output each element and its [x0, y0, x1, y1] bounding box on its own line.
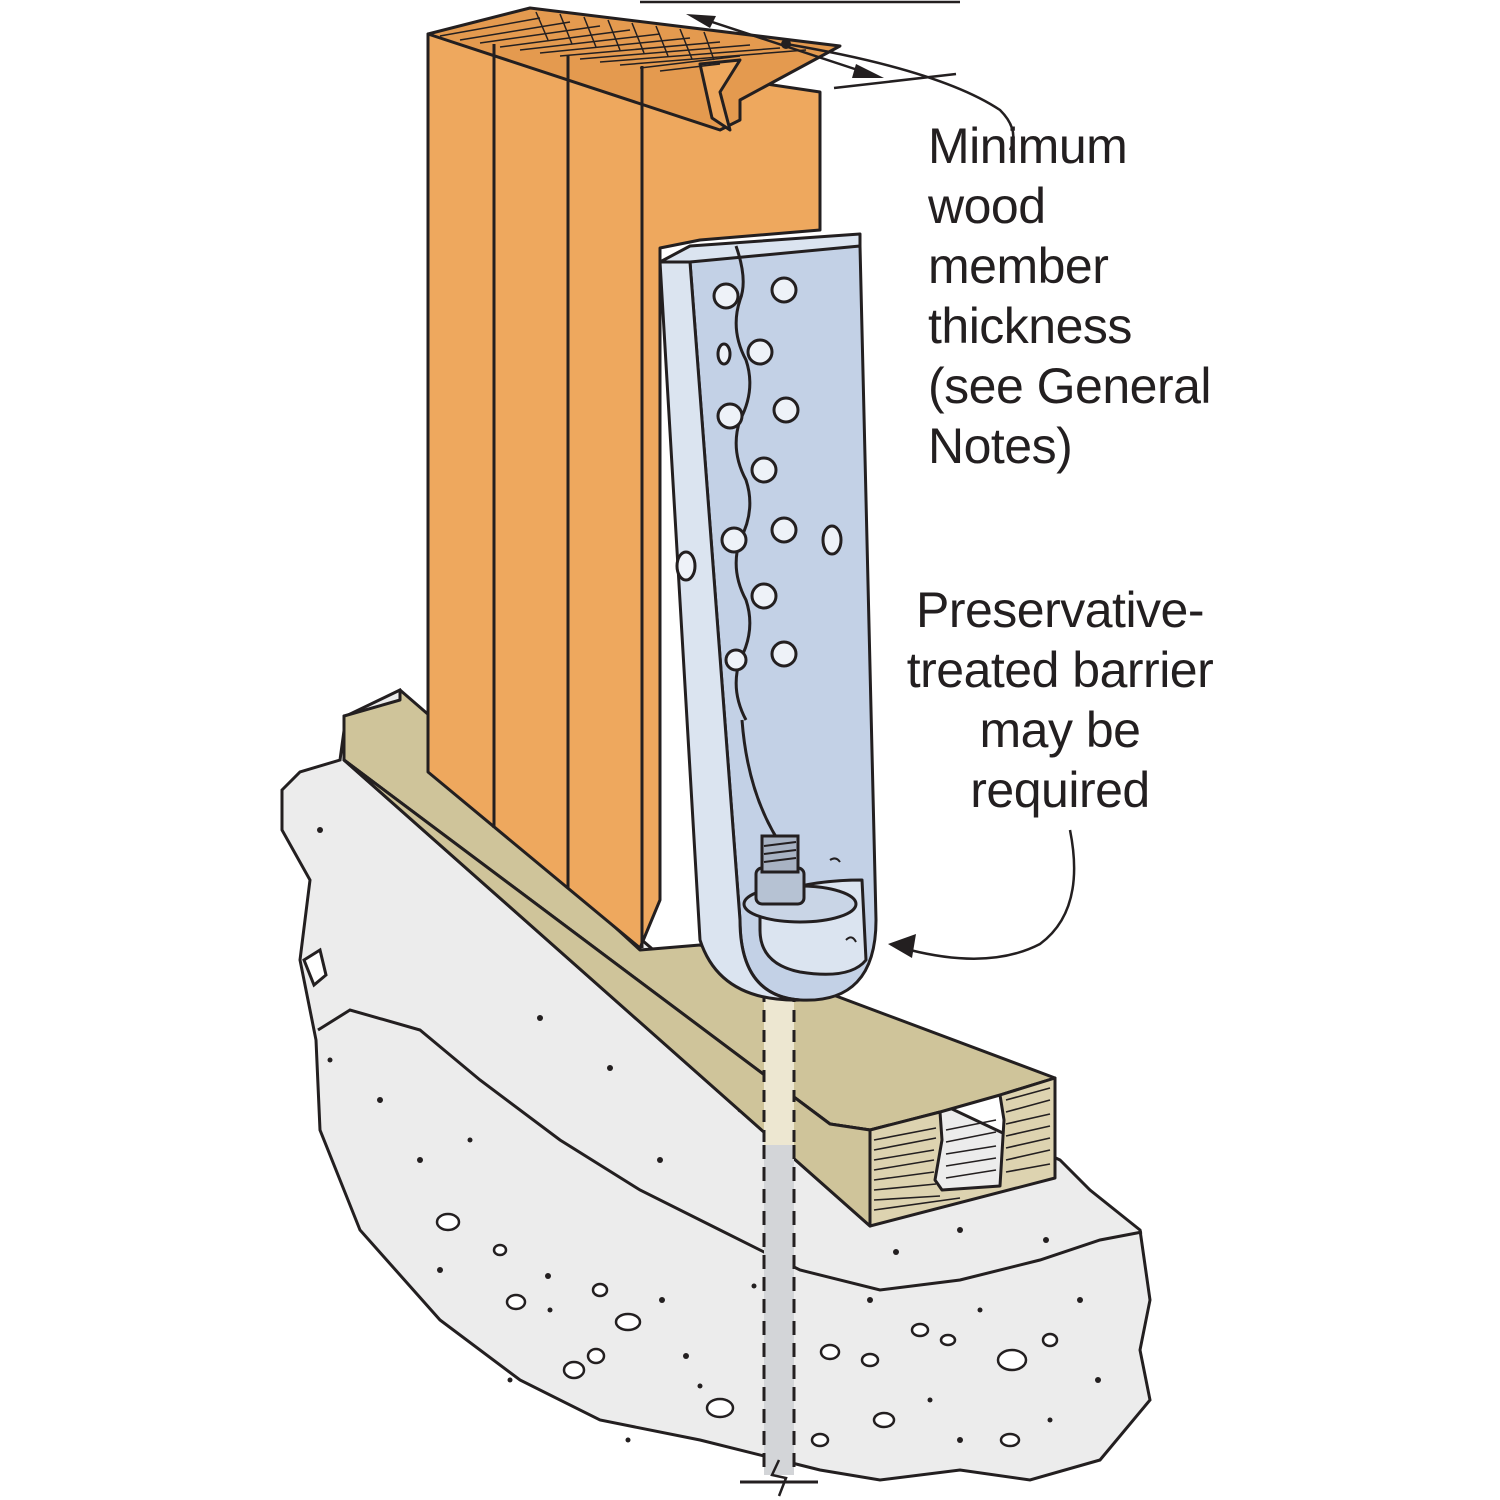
callout-line: required: [970, 762, 1150, 818]
callout-line: may be: [979, 702, 1141, 758]
screw-icon: [770, 516, 798, 544]
post-top-grain: [439, 11, 807, 72]
dimension-callout: [640, 0, 1015, 151]
screw-icon: [750, 456, 778, 484]
screw-icon: [746, 338, 774, 366]
anchor-rod-in-concrete: [764, 1145, 794, 1475]
arrowhead-icon: [852, 64, 884, 78]
callout-line: (see General: [928, 358, 1212, 414]
screw-icon: [720, 526, 748, 554]
barrier-callout: [909, 829, 1076, 960]
connector-fastener-holes: [675, 276, 843, 672]
concrete-dots: [317, 827, 1101, 1443]
callout-line: thickness: [928, 298, 1132, 354]
concrete-face-edge: [317, 1008, 1143, 1292]
concrete-aggregate: [435, 1212, 1059, 1448]
callout-line: Notes): [928, 418, 1073, 474]
connector-crease: [734, 245, 752, 721]
screw-icon: [716, 402, 744, 430]
screw-icon: [712, 282, 740, 310]
anchor-nut-assembly: [742, 834, 858, 943]
wood-post: [426, 6, 842, 950]
post-end-break: [698, 58, 742, 132]
anchor-rod: [740, 990, 818, 1497]
side-hole-icon: [821, 524, 843, 556]
post-top: [426, 6, 842, 132]
callout-line: Preservative-: [915, 582, 1205, 638]
screw-icon: [772, 396, 800, 424]
dimension-arrowheads: [686, 14, 884, 78]
arrowhead-icon: [686, 14, 716, 28]
screw-icon: [770, 640, 798, 668]
thickness-callout-label: Minimum wood member thickness (see Gener…: [928, 116, 1212, 476]
sill-plate: [342, 688, 1057, 1228]
concrete-notch: [302, 947, 328, 988]
callout-line: member: [928, 238, 1109, 294]
arrowhead-icon: [888, 934, 916, 958]
screw-icon: [750, 582, 778, 610]
callout-line: Minimum: [928, 118, 1128, 174]
callout-line: wood: [928, 178, 1046, 234]
side-hole-icon: [675, 550, 697, 582]
post-face: [426, 32, 822, 950]
anchor-rod-in-sill: [764, 990, 794, 1145]
sill-plate-end-grain: [868, 1076, 1057, 1228]
screw-icon: [770, 276, 798, 304]
callout-line: treated barrier: [906, 642, 1214, 698]
side-hole-icon: [716, 342, 732, 366]
sill-end-grain-lines: [873, 1087, 1051, 1211]
connector-left-flange: [658, 260, 802, 1002]
screw-icon: [724, 648, 748, 672]
barrier-callout-label: Preservative- treated barrier may be req…: [895, 580, 1225, 820]
